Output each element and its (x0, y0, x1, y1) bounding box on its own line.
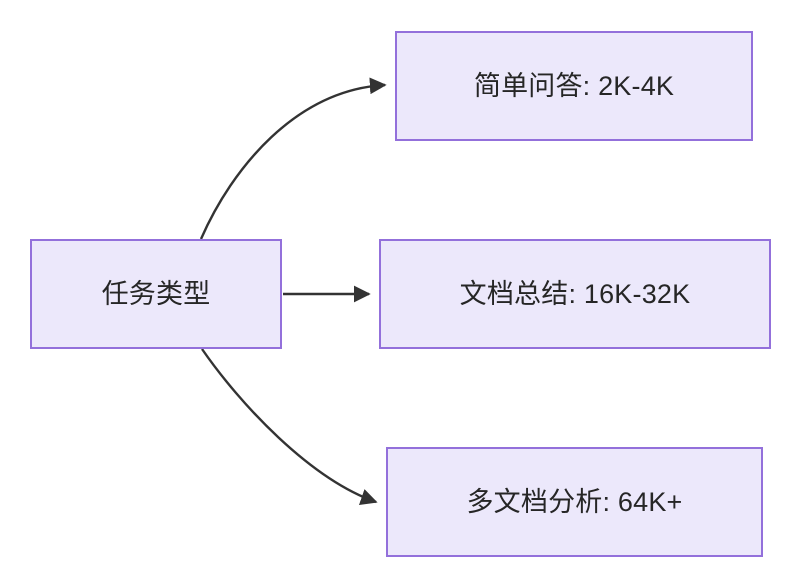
node-simple-qa[interactable]: 简单问答: 2K-4K (395, 31, 753, 141)
node-task-type[interactable]: 任务类型 (30, 239, 282, 349)
edge-root-to-simple-qa (199, 77, 387, 240)
node-doc-summary-label: 文档总结: 16K-32K (459, 278, 691, 309)
edge-root-to-multi-doc (201, 348, 378, 505)
node-multi-doc[interactable]: 多文档分析: 64K+ (386, 447, 763, 557)
node-task-type-label: 任务类型 (101, 278, 211, 309)
node-multi-doc-label: 多文档分析: 64K+ (466, 486, 683, 517)
node-doc-summary[interactable]: 文档总结: 16K-32K (379, 239, 771, 349)
node-simple-qa-label: 简单问答: 2K-4K (473, 70, 675, 101)
